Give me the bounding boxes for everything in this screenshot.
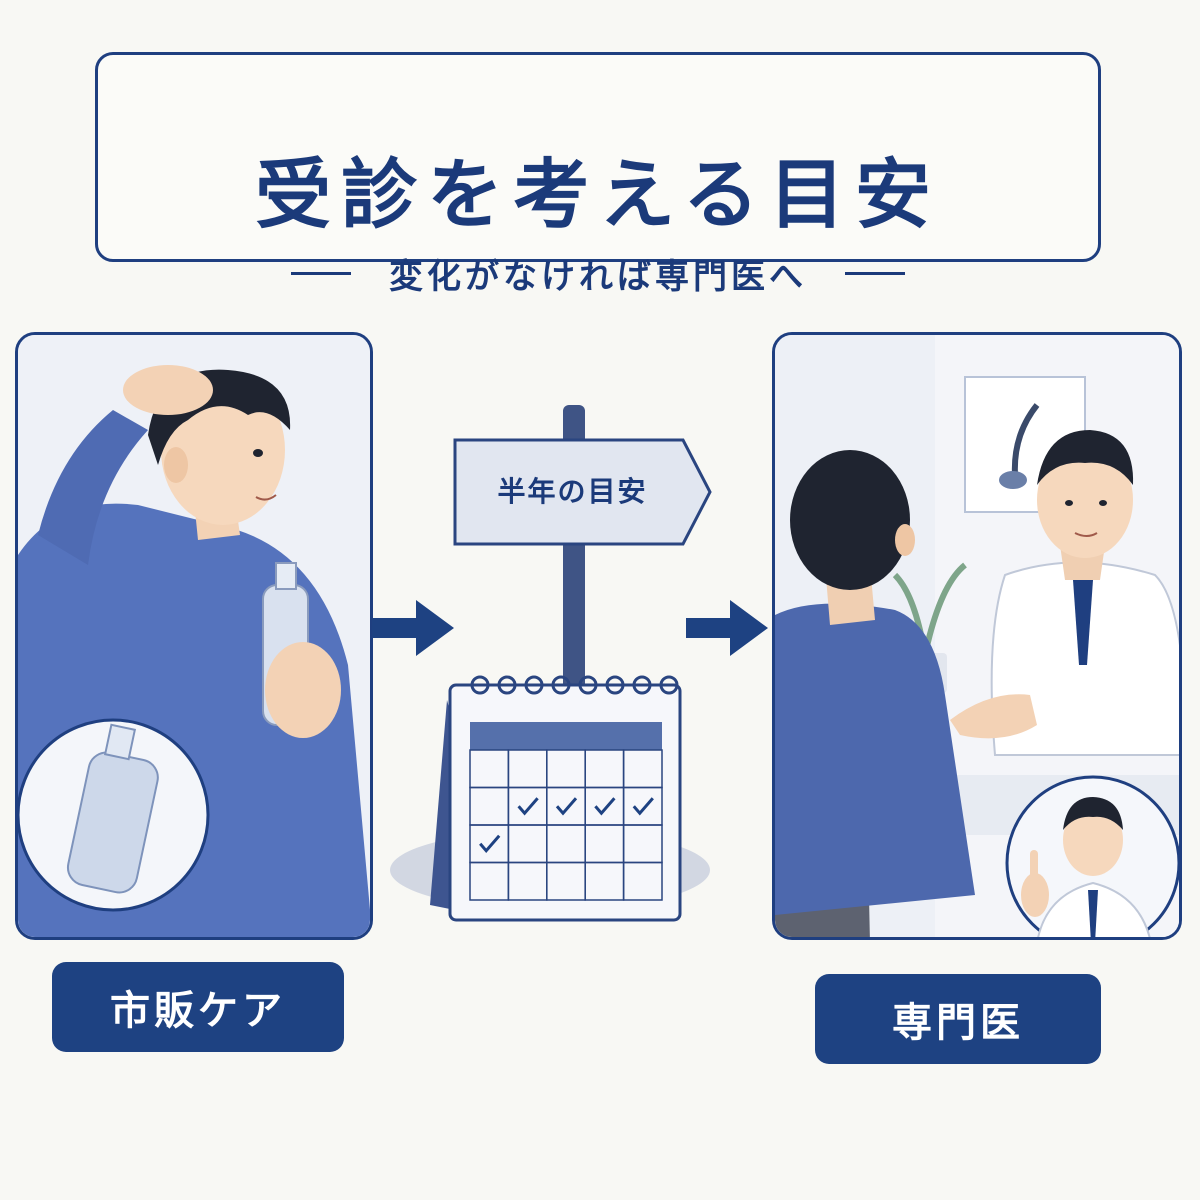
otc-care-label: 市販ケア — [52, 962, 344, 1052]
check-icon — [479, 834, 501, 854]
subtitle-left-line — [291, 271, 351, 275]
subtitle-row: 変化がなければ専門医へ — [98, 253, 1098, 297]
otc-care-panel — [15, 332, 373, 940]
calendar-grid — [469, 749, 663, 901]
check-icon — [632, 797, 654, 816]
man-applying-spray-illustration — [18, 335, 370, 937]
check-icon — [517, 797, 539, 816]
title-box: 受診を考える目安 変化がなければ専門医へ — [95, 52, 1101, 297]
page-subtitle: 変化がなければ専門医へ — [389, 256, 807, 297]
arrow-right-icon — [372, 600, 454, 656]
arrow-right-icon — [686, 600, 768, 656]
page-title: 受診を考える目安 — [255, 150, 941, 239]
specialist-panel — [772, 332, 1182, 940]
check-icon — [594, 797, 616, 816]
calendar-cell — [622, 861, 663, 901]
calendar-rings — [470, 675, 679, 695]
specialist-label: 専門医 — [815, 974, 1101, 1064]
doctor-consultation-illustration — [775, 335, 1179, 937]
subtitle-right-line — [845, 271, 905, 275]
check-icon — [555, 797, 578, 816]
signpost-calendar-illustration — [390, 405, 712, 922]
signpost-label: 半年の目安 — [497, 475, 648, 508]
